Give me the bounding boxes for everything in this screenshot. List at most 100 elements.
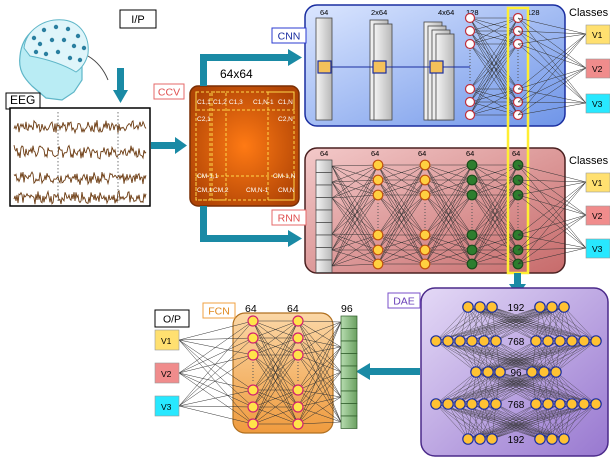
connection-line [495,340,533,373]
connection-line [563,306,597,342]
connection-line [178,337,254,341]
connection-line [331,194,379,267]
connection-line [331,194,379,199]
neuron-node [419,229,431,241]
connection-line [331,164,379,183]
connection-line [331,263,379,267]
connection-line [297,320,342,348]
eeg-trace [13,119,147,135]
connection-line [331,165,379,181]
rnn-input-cell [315,222,333,236]
connection-line [178,339,254,391]
connection-line [297,389,342,398]
connection-line [331,179,379,183]
neuron-node [478,335,490,347]
connection-line [331,164,379,267]
connection-line [475,340,573,373]
class-label: V1 [592,178,603,188]
connection-line [535,306,553,342]
connection-line [447,340,477,373]
cnn-layer-size: 64 [320,8,328,17]
ccv-cell: CM-1,1 [197,173,219,180]
connection-line [447,403,469,440]
connection-line [252,337,299,425]
neuron-node [419,159,431,171]
connection-line [469,101,519,116]
ccv-cell: CM,2 [213,187,229,194]
ccv-cell: C1,2 [213,99,227,106]
connection-line [377,194,426,265]
connection-line [479,403,497,440]
connection-line [495,403,541,440]
connection-line [297,321,342,391]
neuron-node [554,398,566,410]
connection-line [517,43,587,104]
connection-line [547,306,565,342]
eeg-trace [13,144,147,160]
connection-line [483,371,501,405]
connection-line [178,354,254,407]
connection-line [435,340,477,373]
class-label: V2 [592,211,603,221]
cnn-conv-layers [315,17,470,121]
connection-line [517,179,587,216]
connection-line [297,346,342,356]
connection-line [469,30,519,116]
neuron-node [530,335,542,347]
connection-line [435,306,553,342]
neuron-node [247,315,259,327]
neuron-node [478,398,490,410]
neuron-node [482,366,494,378]
connection-line [479,306,537,342]
connection-line [517,164,587,183]
classes-label-cnn: Classes [569,7,609,19]
connection-line [331,181,379,236]
connection-line [517,101,587,104]
rnn-input-cell [315,234,333,248]
neuron-node [566,398,578,410]
connection-line [471,194,519,265]
neuron-node [464,12,476,24]
connection-line [297,346,342,391]
fcn-input-cell [340,403,358,417]
neuron-node [534,433,546,445]
connection-line [331,234,379,267]
connection-line [479,403,597,440]
connection-line [531,340,573,373]
neuron-node [474,433,486,445]
rnn-input-cell [315,197,333,211]
connection-line [517,67,587,116]
neuron-node [372,244,384,256]
neuron-node [464,96,476,108]
ccv-cell: C1,3 [229,99,243,106]
ccv-cell: CM,N-1 [246,187,269,194]
connection-line [517,164,587,249]
neuron-node [466,229,478,241]
connection-line [331,164,379,199]
connection-line [491,403,597,440]
cnn-layer-size: 128 [466,8,479,17]
cnn-label: CNN [278,31,301,43]
cnn-layer-size: 128 [527,8,540,17]
connection-line [331,197,379,265]
connection-line [178,405,254,408]
rnn-input-cell [315,247,333,261]
ccv-cell: C2,1 [197,116,211,123]
output-label-box [154,309,190,328]
connection-line [377,164,426,265]
connection-line [471,164,519,181]
connection-line [297,321,342,356]
neuron-node [419,258,431,270]
fcn-input-cell [340,328,358,342]
fcn-layer-size: 64 [245,303,257,315]
connection-line [471,164,519,251]
neuron-node [462,433,474,445]
connection-line [517,214,587,265]
connection-line [297,346,342,408]
connection-line [517,30,587,69]
neuron-node [247,384,259,396]
neuron-node [247,418,259,430]
connection-line [435,371,533,405]
class-label: V2 [161,369,172,379]
connection-line [459,371,557,405]
